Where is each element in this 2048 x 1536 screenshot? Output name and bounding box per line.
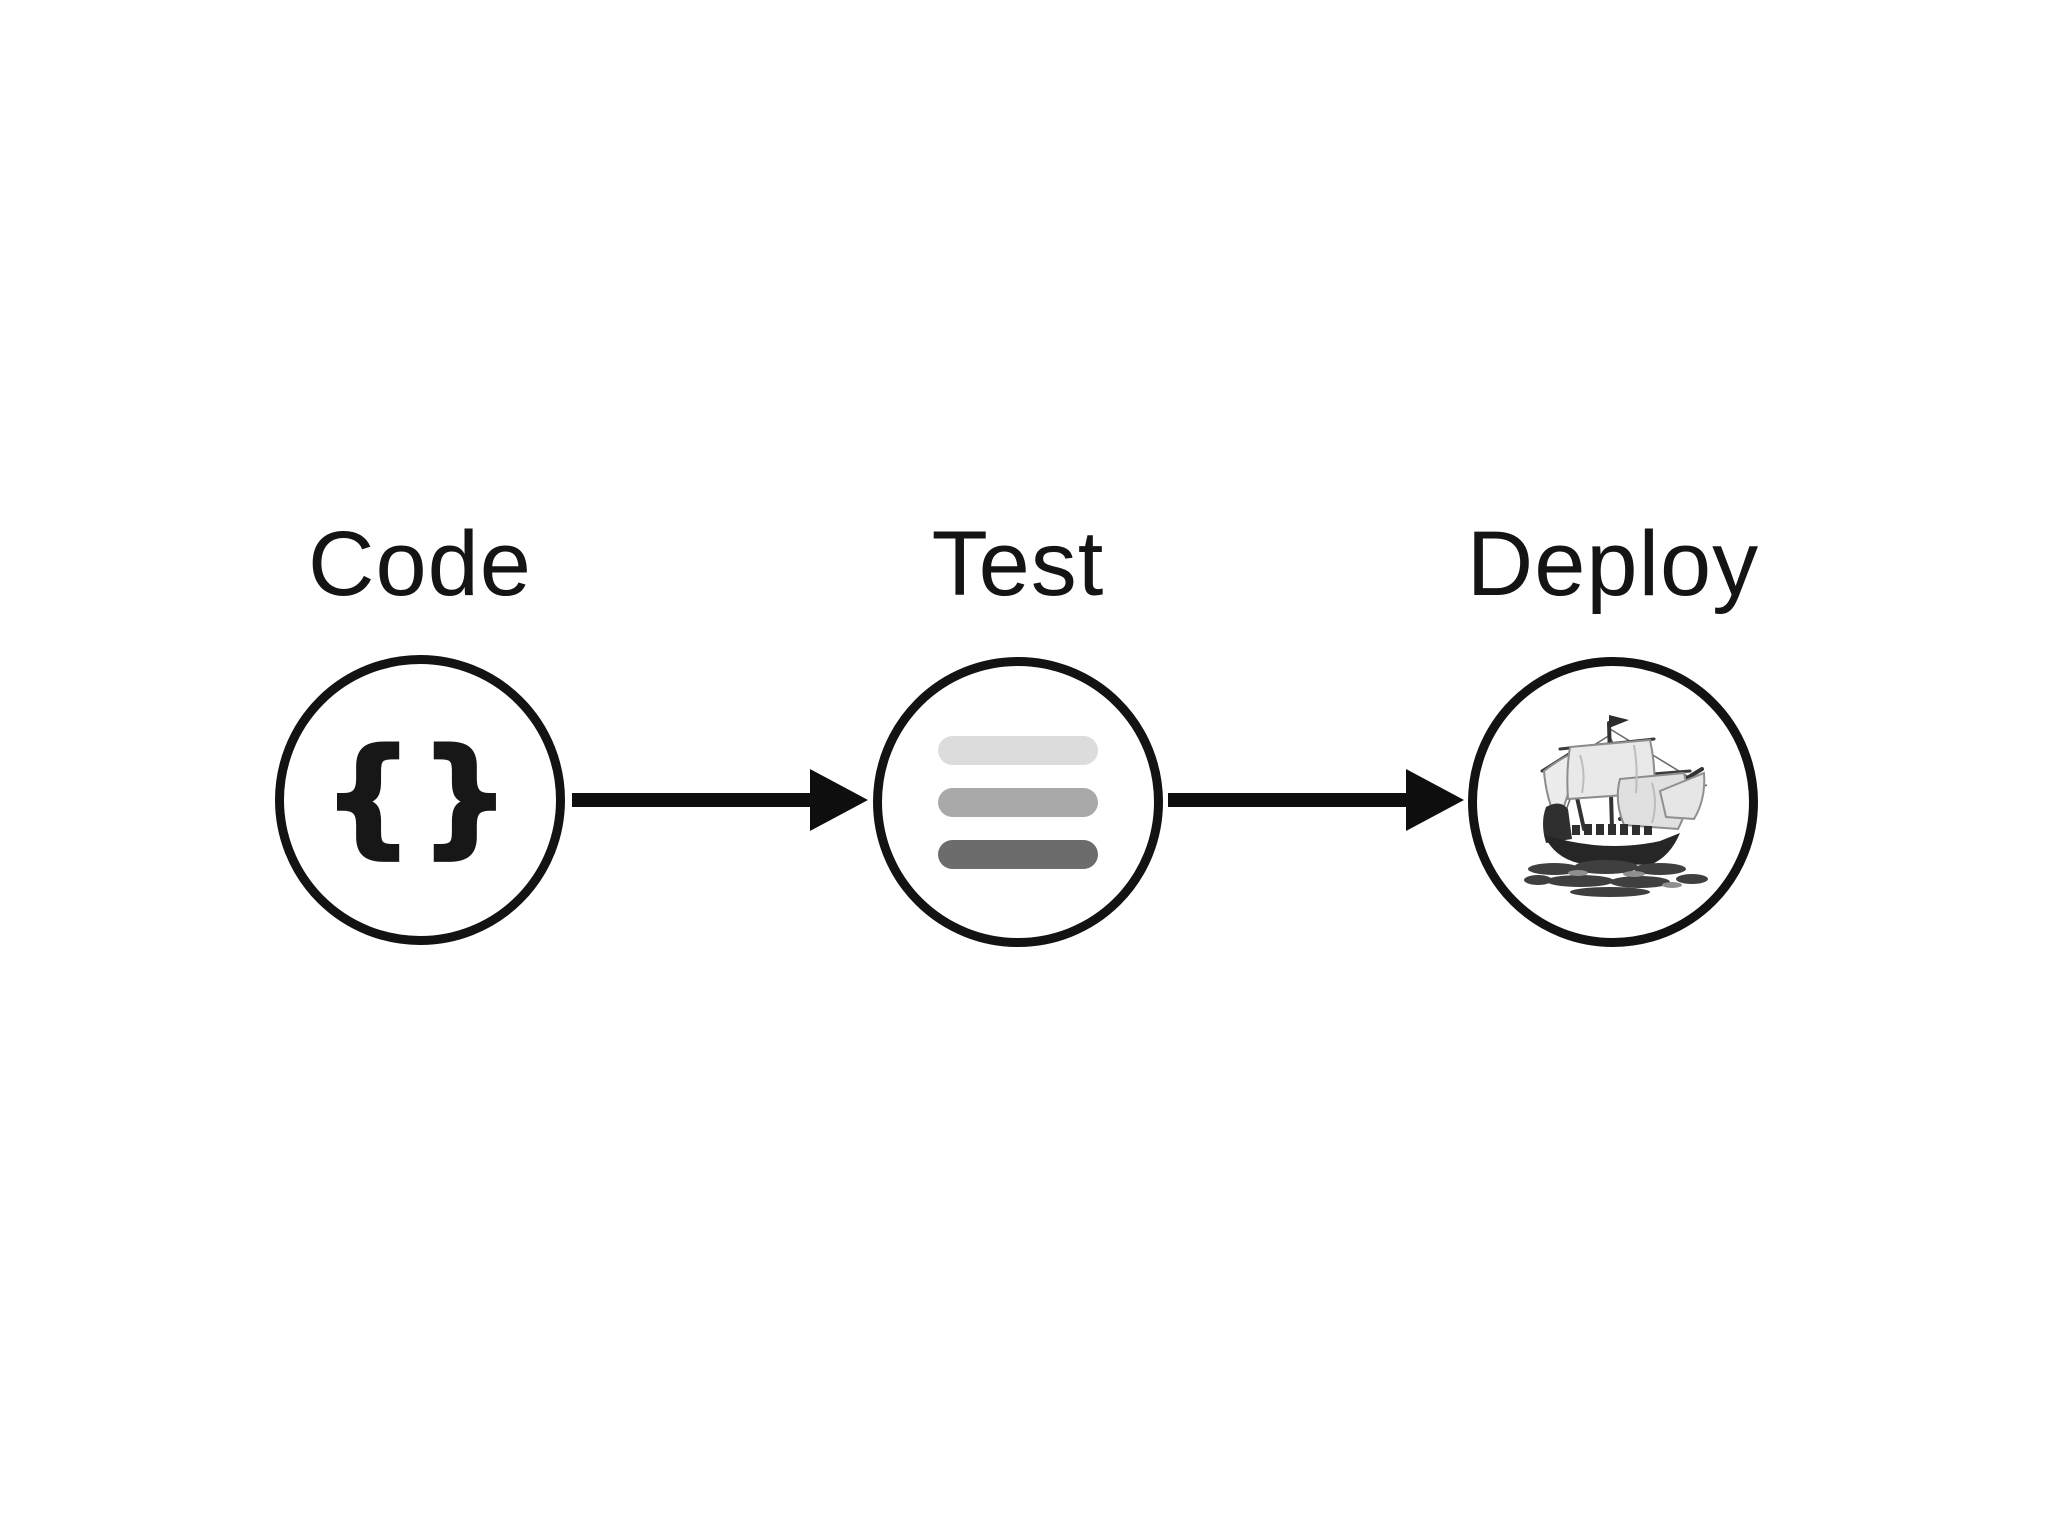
code-step-circle: {} [275,655,565,945]
test-step-circle [873,657,1163,947]
step-label-code: Code [308,513,532,615]
arrow-shaft [572,793,814,807]
test-bar-medium [938,787,1098,817]
test-bars-icon [938,735,1098,869]
arrow-shaft [1168,793,1410,807]
ship-icon [1524,715,1708,897]
deploy-step-circle [1468,657,1758,947]
step-label-deploy: Deploy [1466,513,1760,615]
arrow-code-to-test [572,769,868,831]
curly-braces-icon: {} [321,722,517,869]
step-label-test: Test [931,513,1105,615]
arrow-test-to-deploy [1168,769,1464,831]
arrow-head-icon [810,769,868,831]
arrow-head-icon [1406,769,1464,831]
test-bar-light [938,735,1098,765]
test-bar-dark [938,839,1098,869]
